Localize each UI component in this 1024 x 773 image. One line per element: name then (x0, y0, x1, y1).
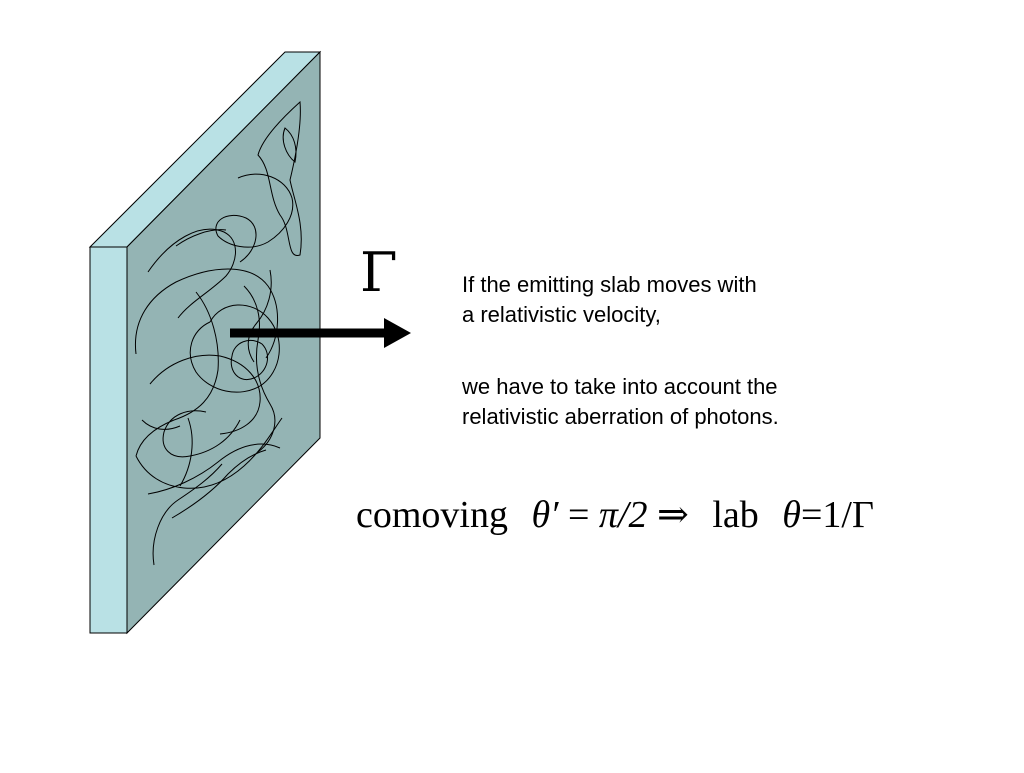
description-line-1: If the emitting slab moves with (462, 272, 757, 297)
description-line-4: relativistic aberration of photons. (462, 404, 779, 429)
lab-value: 1/Γ (822, 494, 874, 536)
velocity-arrow (230, 318, 411, 348)
description-line-2: a relativistic velocity, (462, 302, 661, 327)
description-line-3: we have to take into account the (462, 374, 778, 399)
description-text: If the emitting slab moves with a relati… (462, 270, 902, 432)
comoving-equals: = (567, 494, 590, 536)
gamma-label: Γ (360, 241, 398, 304)
lab-theta: θ (782, 494, 801, 536)
comoving-word: comoving (356, 494, 508, 536)
aberration-formula: comoving θ′ = π/2 ⇒ lab θ=1/Γ (356, 496, 976, 534)
slab-edge-face (89, 246, 128, 634)
implies-symbol: ⇒ (657, 494, 689, 536)
paragraph-gap (462, 330, 902, 372)
lab-equals: = (800, 494, 823, 536)
slab-side-face (126, 50, 321, 635)
comoving-value: π/2 (598, 494, 648, 536)
lab-word: lab (712, 494, 759, 536)
photon-paths (134, 100, 302, 566)
comoving-theta: θ′ (531, 494, 559, 536)
